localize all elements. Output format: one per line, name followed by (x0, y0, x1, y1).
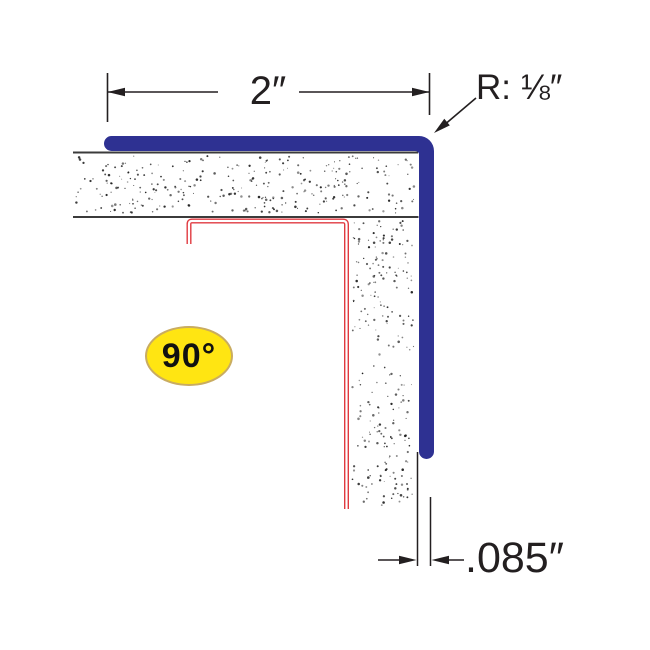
angle-badge: 90° (145, 326, 233, 386)
wall-texture-horizontal (75, 155, 416, 214)
angle-label: 90° (161, 336, 217, 375)
width-arrowhead-left-icon (107, 87, 125, 97)
bead-white-core (187, 219, 348, 509)
radius-label: R: ⅛″ (476, 68, 563, 107)
radius-arrowhead-icon (434, 118, 450, 133)
corner-guard-profile (104, 136, 435, 460)
thickness-dimension-label: .085″ (465, 534, 564, 582)
thickness-arrowhead-left-icon (399, 555, 417, 565)
thickness-arrowhead-right-icon (431, 555, 449, 565)
radius-leader-line (442, 97, 477, 127)
width-dimension-label: 2″ (249, 69, 287, 113)
corner-bead-outline (186, 218, 349, 509)
wall-outline (73, 151, 419, 218)
width-dimension (106, 73, 431, 122)
width-arrowhead-right-icon (412, 87, 430, 97)
wall-texture-vertical (351, 220, 415, 506)
